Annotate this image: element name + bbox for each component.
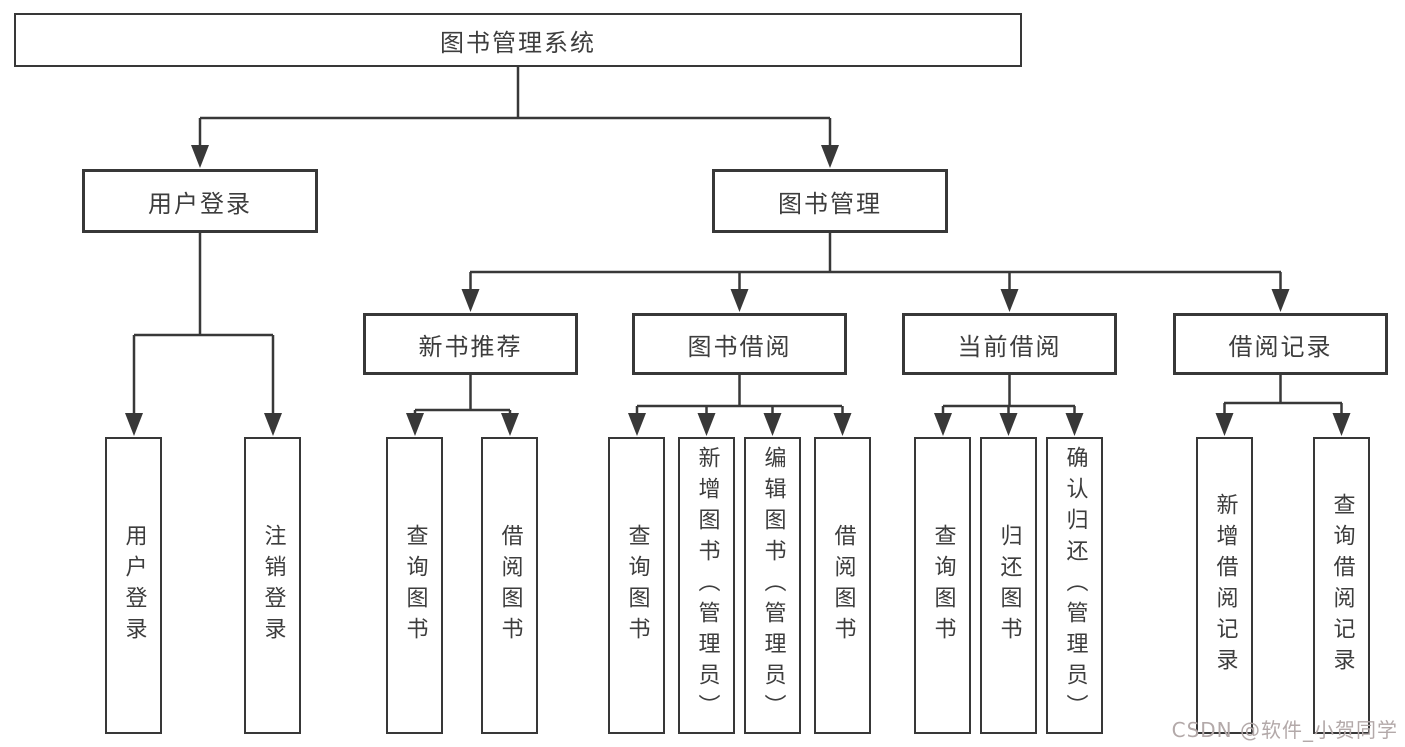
arrowhead-icon [501,413,519,436]
leaf-confirm-return-admin: 确认归还（管理员） [1046,437,1103,734]
node-label: 编辑图书（管理员） [760,446,786,725]
arrowhead-icon [191,145,209,168]
arrowhead-icon [833,413,852,436]
node-book-management: 图书管理 [712,169,948,233]
arrowhead-icon [264,413,282,436]
arrowhead-icon [1065,413,1084,436]
node-label: 查询借阅记录 [1329,492,1355,679]
arrowhead-icon [999,413,1018,436]
leaf-query-books-2: 查询图书 [608,437,665,734]
node-label: 查询图书 [402,523,428,648]
node-label: 新书推荐 [418,332,523,361]
node-label: 当前借阅 [957,332,1062,361]
leaf-user-login: 用户登录 [105,437,162,734]
leaf-borrow-books-2: 借阅图书 [814,437,871,734]
leaf-return-books: 归还图书 [980,437,1037,734]
node-user-login: 用户登录 [82,169,318,233]
node-label: 图书管理 [778,189,882,218]
node-label: 新增图书（管理员） [694,446,720,725]
leaf-borrow-books-1: 借阅图书 [481,437,538,734]
arrowhead-icon [1332,413,1351,436]
node-library-management-system: 图书管理系统 [14,13,1022,67]
arrowhead-icon [1271,289,1290,312]
node-current-borrowing: 当前借阅 [902,313,1117,375]
leaf-query-borrow-record: 查询借阅记录 [1313,437,1370,734]
arrowhead-icon [1000,289,1019,312]
node-borrowing-records: 借阅记录 [1173,313,1388,375]
node-label: 图书管理系统 [440,28,596,57]
leaf-add-books-admin: 新增图书（管理员） [678,437,735,734]
arrowhead-icon [821,145,839,168]
node-new-book-recommend: 新书推荐 [363,313,578,375]
leaf-add-borrow-record: 新增借阅记录 [1196,437,1253,734]
node-label: 用户登录 [121,523,147,648]
node-label: 新增借阅记录 [1212,492,1238,679]
leaf-query-books-1: 查询图书 [386,437,443,734]
node-book-borrowing: 图书借阅 [632,313,847,375]
arrowhead-icon [1215,413,1234,436]
node-label: 借阅图书 [830,523,856,648]
node-label: 借阅记录 [1228,332,1333,361]
node-label: 图书借阅 [687,332,792,361]
arrowhead-icon [628,413,646,436]
arrowhead-icon [697,413,716,436]
node-label: 查询图书 [930,523,956,648]
arrowhead-icon [730,289,749,312]
node-label: 注销登录 [260,523,286,648]
node-label: 确认归还（管理员） [1062,446,1088,725]
arrowhead-icon [763,413,782,436]
node-label: 借阅图书 [497,523,523,648]
arrowhead-icon [125,413,143,436]
arrowhead-icon [406,413,424,436]
arrowhead-icon [934,413,952,436]
arrowhead-icon [461,289,480,312]
node-label: 查询图书 [624,523,650,648]
leaf-query-books-3: 查询图书 [914,437,971,734]
node-label: 归还图书 [996,523,1022,648]
node-label: 用户登录 [148,189,252,218]
leaf-edit-books-admin: 编辑图书（管理员） [744,437,801,734]
leaf-logout: 注销登录 [244,437,301,734]
watermark: CSDN @软件_小贺同学 [1171,718,1398,742]
